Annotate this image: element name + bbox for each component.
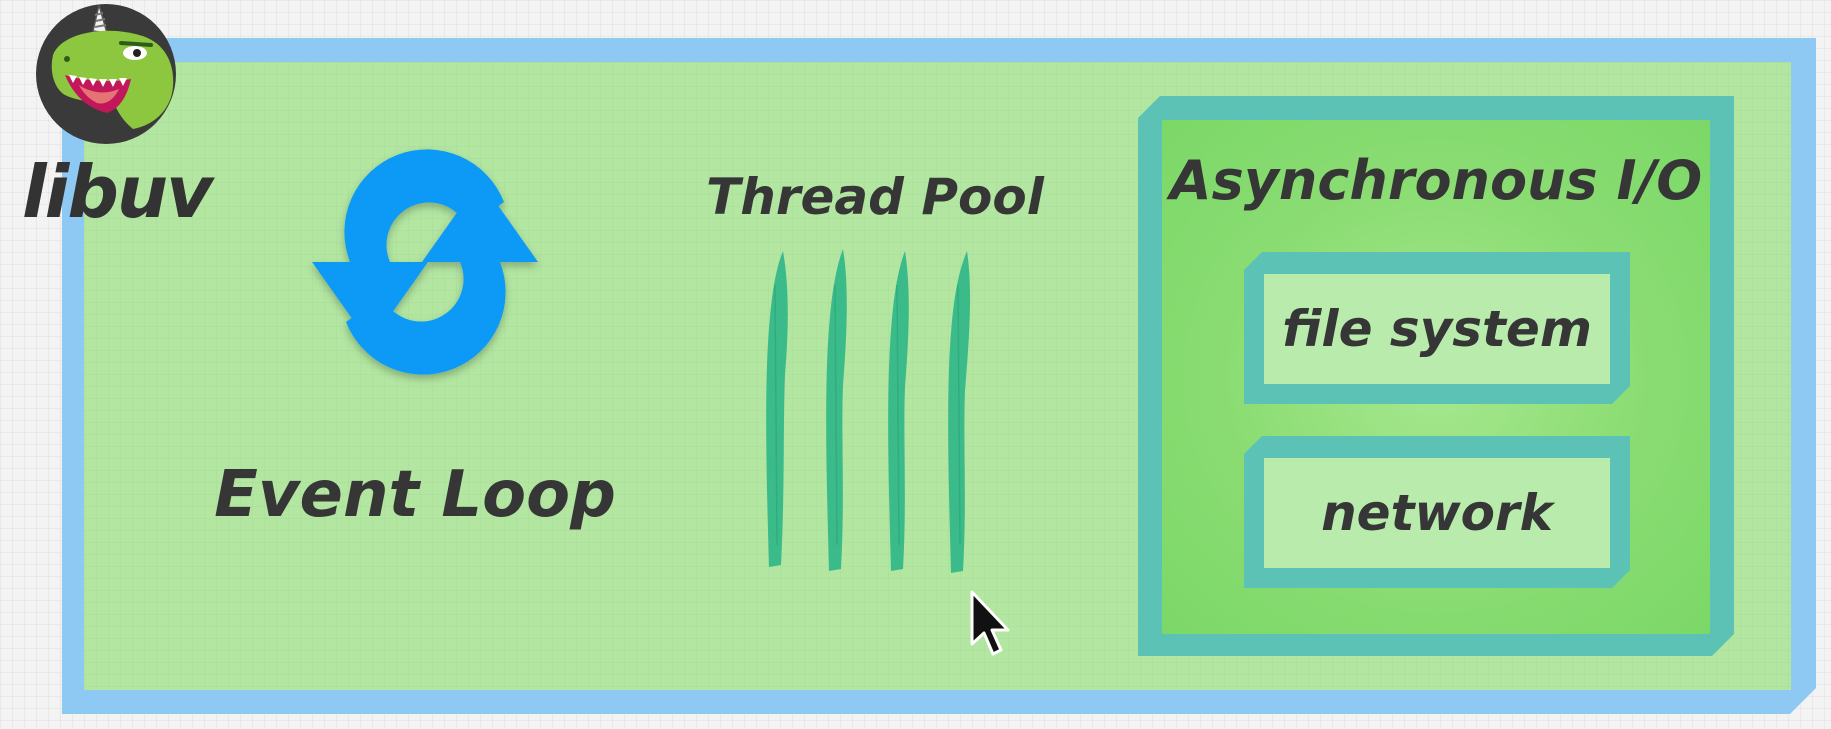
- event-loop-label: Event Loop: [214, 458, 616, 532]
- refresh-cycle-icon: [312, 149, 538, 375]
- libuv-title: libuv: [22, 150, 213, 234]
- thread-pool-threads: [766, 249, 971, 573]
- async-io-title: Asynchronous I/O: [1169, 149, 1703, 212]
- mouse-pointer-icon: [970, 590, 1010, 656]
- file-system-box: file system: [1264, 274, 1610, 384]
- thread-1: [766, 251, 788, 567]
- network-box: network: [1264, 458, 1610, 568]
- thread-pool-title: Thread Pool: [706, 168, 1044, 226]
- dinosaur-unicorn-logo-icon: [36, 4, 176, 144]
